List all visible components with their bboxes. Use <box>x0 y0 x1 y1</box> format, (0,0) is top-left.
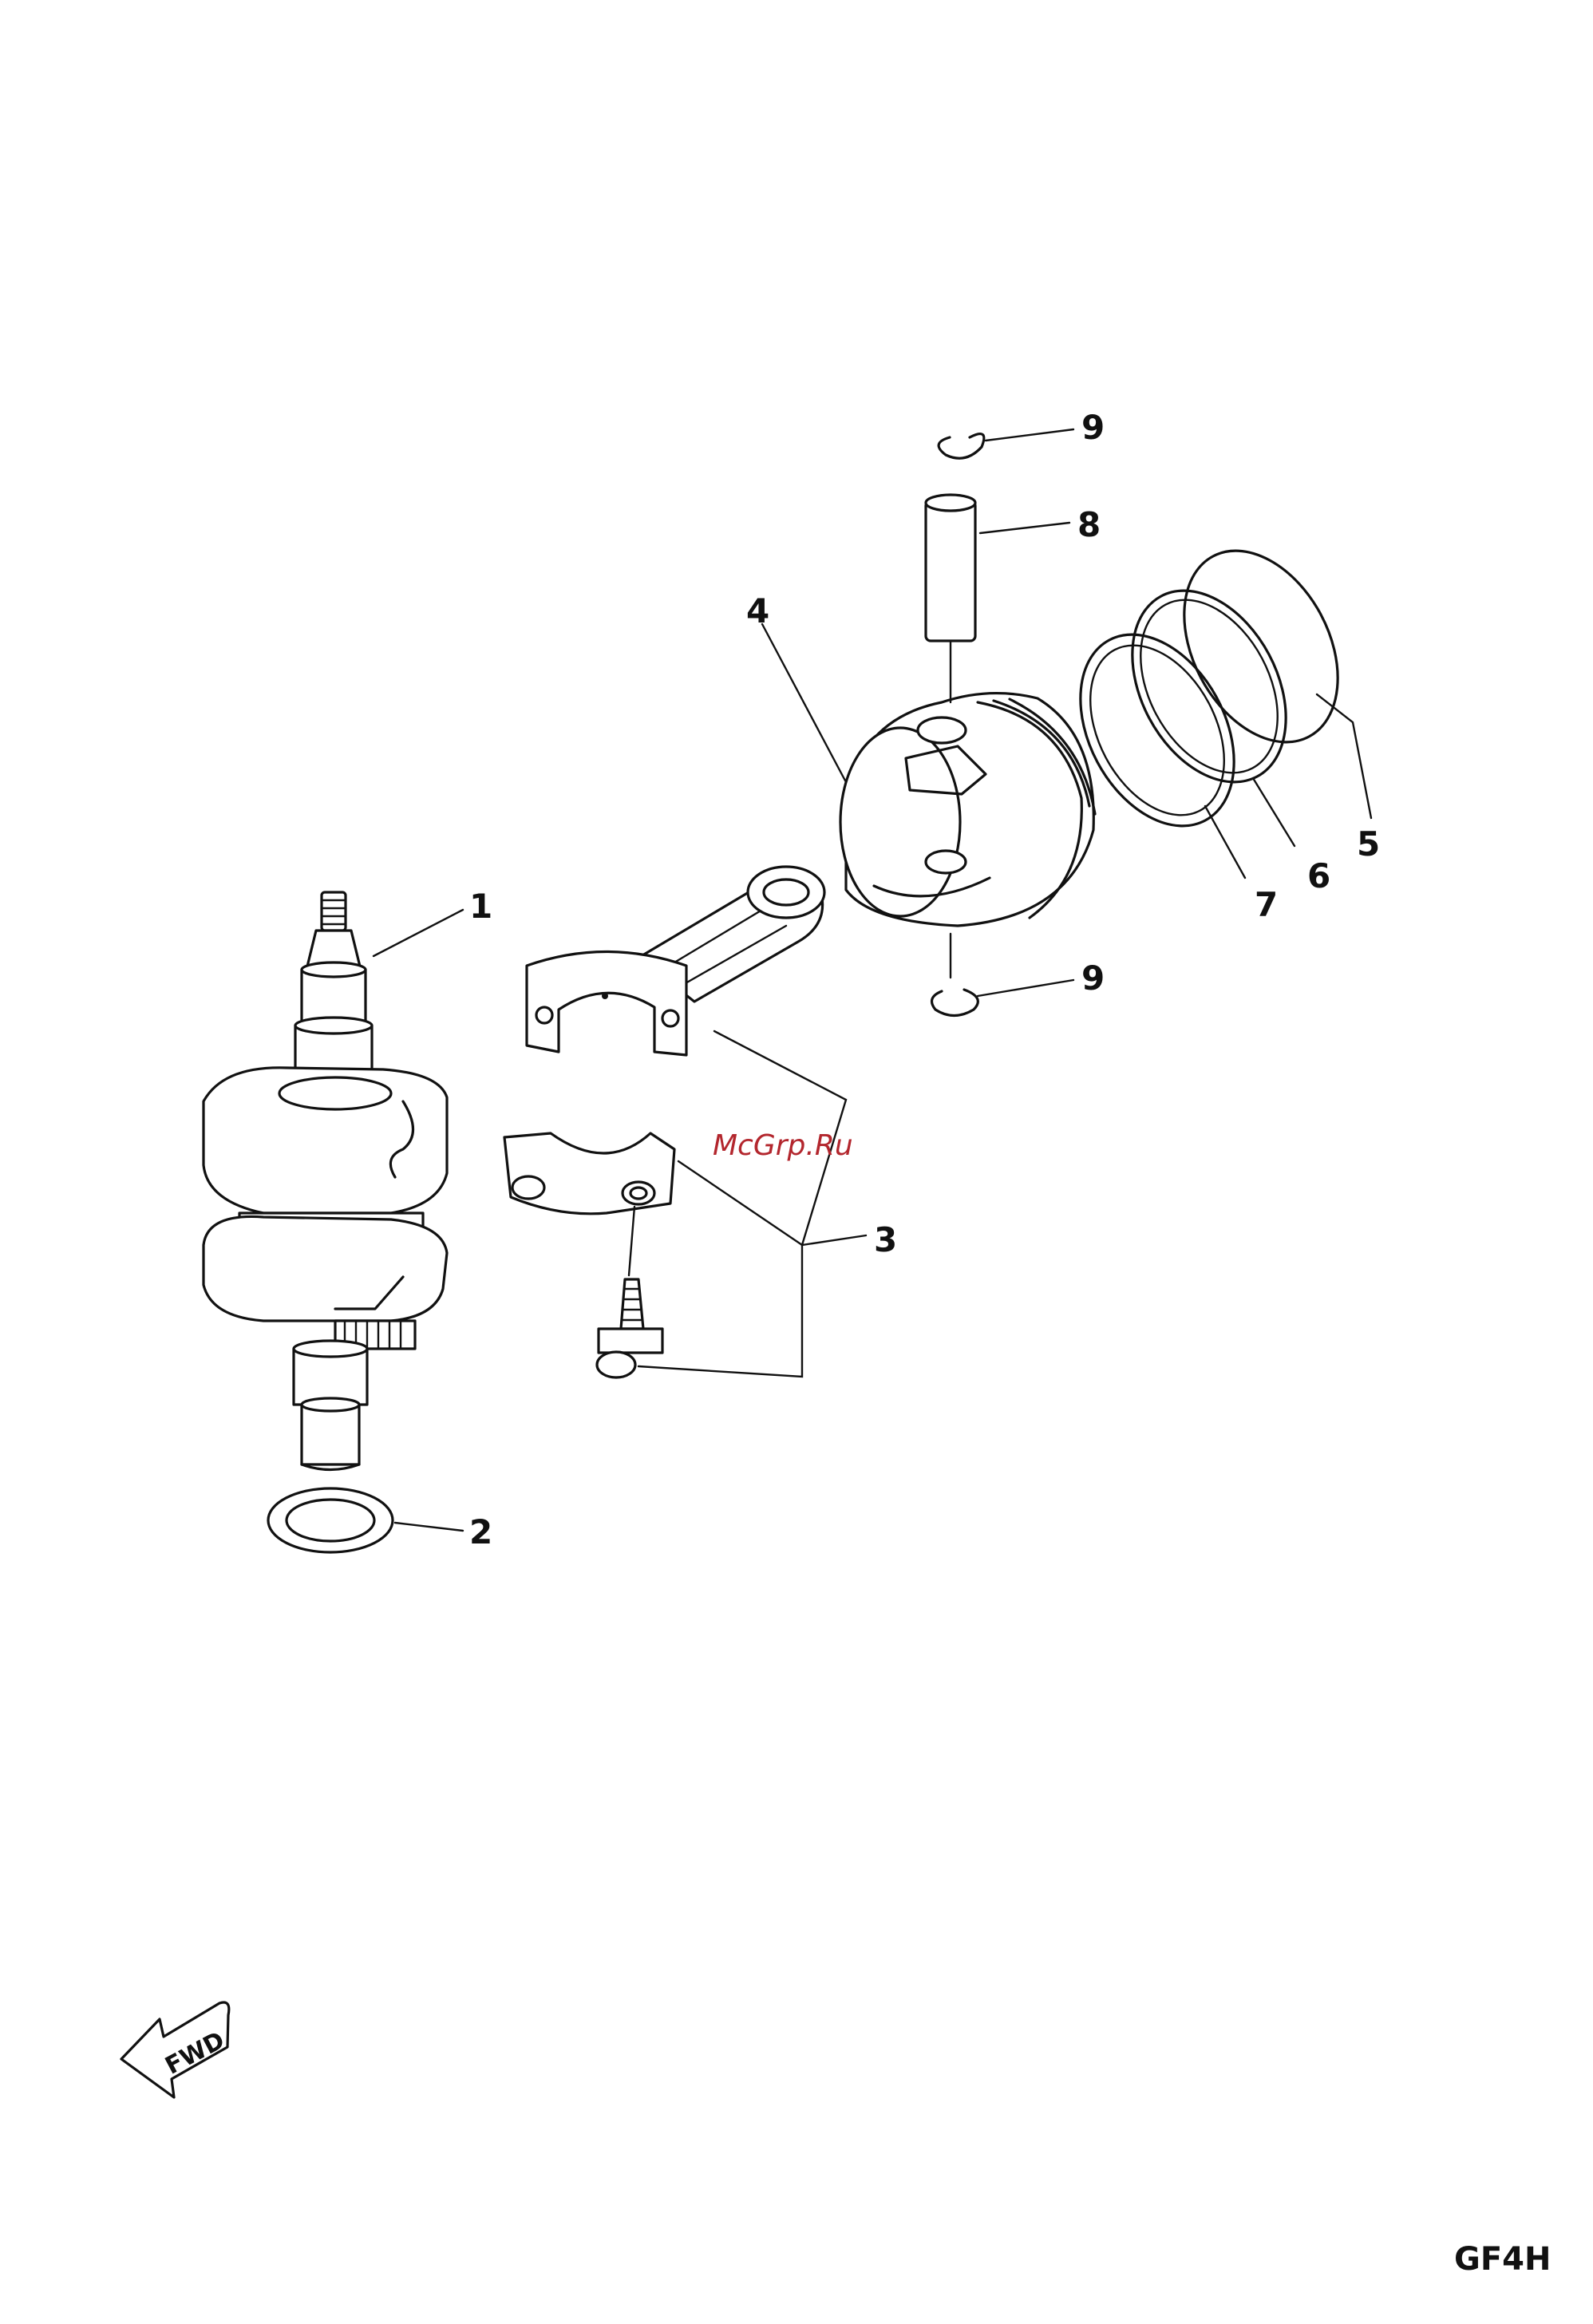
callout-7: 7 <box>1255 885 1278 924</box>
piston-pin-part <box>926 495 975 702</box>
callout-4: 4 <box>746 591 769 630</box>
circlip-bottom <box>932 934 978 1016</box>
watermark: McGrp.Ru <box>713 1129 853 1162</box>
diagram-code: GF4H <box>1454 2241 1551 2278</box>
callout-6: 6 <box>1307 856 1330 895</box>
washer-part <box>268 1488 393 1552</box>
fwd-arrow-icon: FWD <box>121 2002 229 2097</box>
crankshaft-part <box>204 892 447 1470</box>
ring-top <box>1153 524 1369 769</box>
piston-ring-set <box>1049 524 1369 852</box>
callout-5: 5 <box>1357 824 1380 864</box>
connecting-rod-part <box>504 867 824 1377</box>
leader-lines <box>374 429 1371 1531</box>
piston-part <box>840 694 1095 926</box>
callout-9-bottom: 9 <box>1081 958 1105 998</box>
circlip-top <box>939 434 984 459</box>
callout-8: 8 <box>1077 505 1101 544</box>
callout-3: 3 <box>874 1220 897 1259</box>
callout-1: 1 <box>469 887 492 926</box>
callout-9-top: 9 <box>1081 408 1105 447</box>
callout-2: 2 <box>469 1512 492 1551</box>
